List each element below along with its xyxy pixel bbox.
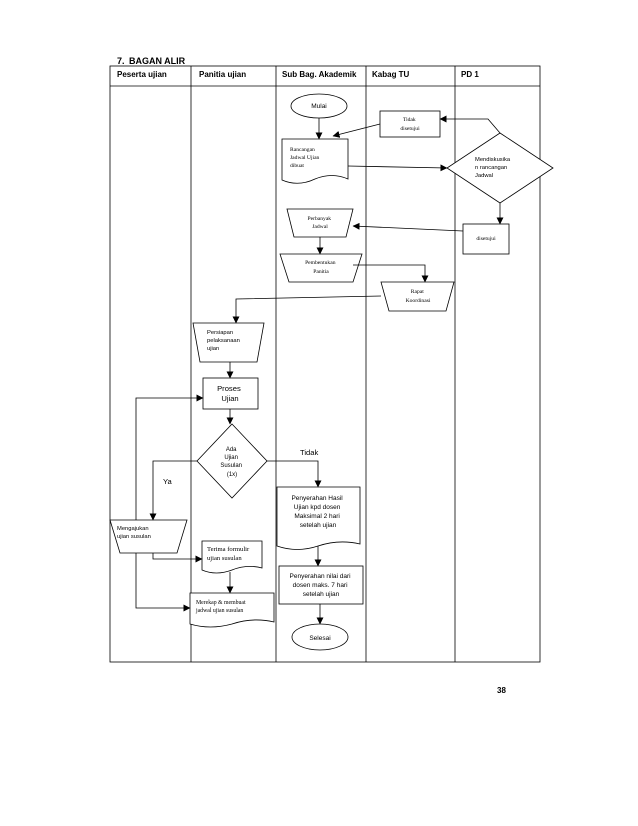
section-number: 7.	[117, 56, 125, 66]
end-label: Selesai	[309, 635, 330, 642]
penyerahan-nilai-box	[278, 565, 364, 605]
mendiskusikan-label: Mendiskusika n rancangan Jadwal	[475, 157, 512, 179]
ada-ujian-label: Ada Ujian Susulan (1x)	[220, 447, 243, 478]
rapat-label: Rapat Koordinasi	[406, 289, 431, 304]
persiapan-label: Persiapan pelaksanaan ujian	[207, 330, 242, 352]
rapat-manual	[380, 281, 455, 312]
pembentukan-label: Pembentukan Panitia	[305, 260, 337, 275]
column-header-panitia: Panitia ujian	[199, 70, 247, 79]
ya-label: Ya	[163, 477, 173, 486]
pembentukan-manual	[279, 253, 363, 283]
disetujui-label: disetujui	[476, 236, 496, 242]
perbanyak-label: Perbanyak Jadwal	[307, 216, 332, 230]
penyerahan-hasil-document	[276, 486, 361, 550]
merekap-document	[189, 592, 275, 628]
column-header-peserta: Peserta ujian	[117, 70, 167, 79]
disetujui-box	[462, 223, 510, 255]
penyerahan-hasil-label: Penyerahan Hasil Ujian kpd dosen Maksima…	[291, 495, 344, 529]
proses-box	[202, 377, 259, 410]
start-label: Mulai	[311, 103, 327, 110]
section-heading: 7. BAGAN ALIR	[117, 56, 185, 66]
connectors	[135, 115, 504, 625]
terima-formulir-document	[201, 540, 263, 574]
mengajukan-manual	[109, 519, 188, 554]
merekap-label: Merekap & membuat jadwal ujian susulan	[195, 600, 247, 614]
rancangan-document	[281, 138, 349, 184]
rancangan-label: Rancangan Jadwal Ujian dibuat	[290, 147, 321, 169]
page-number: 38	[497, 686, 506, 695]
mengajukan-label: Mengajukan ujian susulan	[117, 526, 151, 540]
proses-label: Proses Ujian	[217, 384, 243, 403]
ada-ujian-decision	[196, 423, 268, 499]
swimlane-grid	[109, 65, 541, 663]
perbanyak-manual	[286, 208, 354, 238]
terima-formulir-label: Terima formulir ujian susulan	[207, 546, 251, 562]
penyerahan-nilai-label: Penyerahan nilai dari dosen maks. 7 hari…	[290, 573, 353, 598]
column-header-pd1: PD 1	[461, 70, 479, 79]
column-header-kabag: Kabag TU	[372, 70, 410, 79]
tidak-disetujui-box	[379, 110, 441, 138]
persiapan-manual	[192, 322, 265, 363]
tidak-disetujui-label: Tidak disetujui	[400, 117, 420, 132]
section-title: BAGAN ALIR	[129, 56, 186, 66]
column-header-akademik: Sub Bag. Akademik	[282, 70, 357, 79]
tidak-label: Tidak	[300, 448, 318, 457]
